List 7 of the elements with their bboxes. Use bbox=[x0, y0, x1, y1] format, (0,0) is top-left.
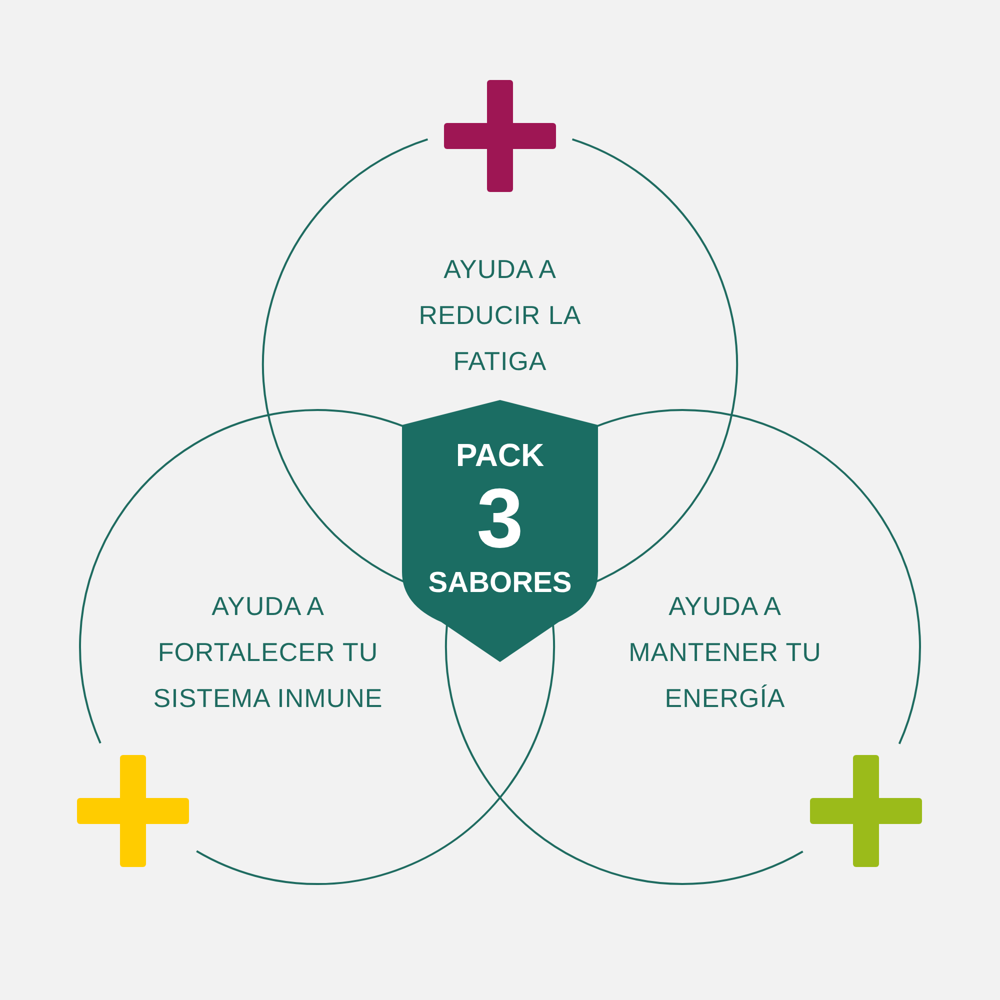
benefit-text: AYUDA A REDUCIR LA FATIGA bbox=[418, 253, 582, 378]
benefit-text: AYUDA A FORTALECER TU SISTEMA INMUNE bbox=[152, 590, 384, 715]
pack-label: PACK bbox=[456, 439, 544, 473]
flavor-label: SABORES bbox=[428, 568, 572, 598]
benefit-text: AYUDA A MANTENER TU ENERGÍA bbox=[628, 590, 822, 715]
shield-badge bbox=[402, 400, 598, 662]
pack-number: 3 bbox=[476, 474, 524, 562]
